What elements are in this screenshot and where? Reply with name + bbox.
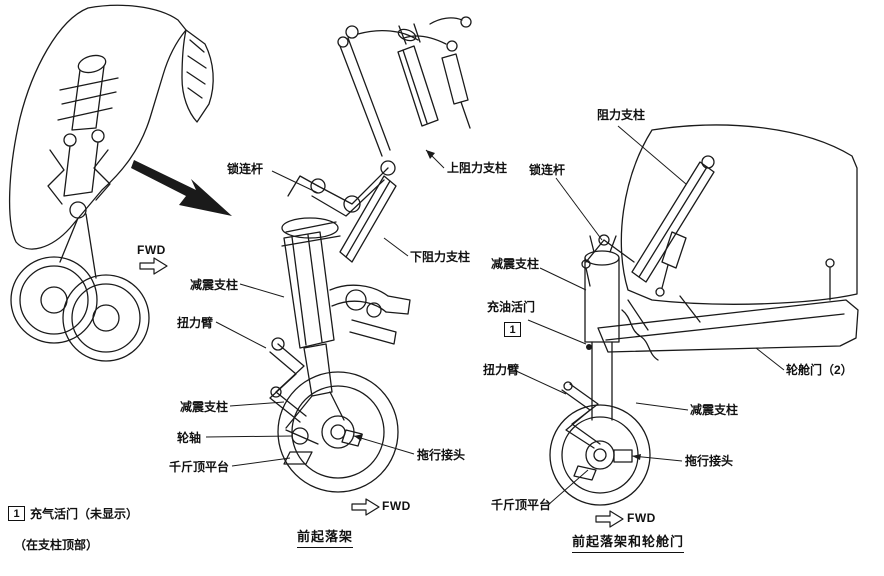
torque-links-shape [269, 337, 307, 423]
detail-pointer-arrow [131, 160, 232, 216]
fuselage-cutaway-outline [8, 4, 187, 250]
tow-fitting-shape-side [613, 449, 633, 463]
fwd-label-center: FWD [382, 499, 411, 513]
jack-pad-shape-side [573, 465, 597, 481]
wheel-well-door-shape [597, 299, 859, 353]
label-shock-strut-upper: 减震支柱 [190, 278, 239, 292]
label-shock-strut-lower-side: 减震支柱 [690, 403, 739, 417]
fwd-label-overview: FWD [137, 243, 166, 257]
jack-pad-shape [283, 451, 313, 465]
callout-1-box: 1 [504, 322, 521, 337]
label-torsion-arm-side: 扭力臂 [483, 363, 520, 377]
fwd-arrow-icon-center [351, 498, 380, 516]
label-oil-fill-valve: 充油活门 [487, 300, 536, 314]
fwd-arrow-icon-side [595, 510, 624, 528]
upper-drag-strut-shape [397, 23, 439, 127]
label-torsion-arm: 扭力臂 [177, 316, 214, 330]
caption-nose-gear: 前起落架 [297, 526, 354, 548]
nose-gear-side-drawing [549, 124, 859, 506]
label-lock-link: 锁连杆 [227, 162, 264, 176]
fuselage-panel-outline [620, 124, 858, 305]
legend-callout-box: 1 [8, 506, 25, 521]
legend-note: （在支柱顶部） [14, 538, 99, 552]
torque-links-shape-side [561, 381, 601, 449]
lock-link-shape-side [581, 234, 635, 287]
label-axle: 轮轴 [177, 431, 202, 445]
door-flap-outline [181, 29, 214, 123]
tow-fitting-shape [341, 429, 363, 447]
label-jack-pad-side: 千斤顶平台 [491, 498, 552, 512]
lower-drag-strut-shape [339, 175, 397, 263]
label-lock-link-side: 锁连杆 [529, 163, 566, 177]
label-shock-strut-upper-side: 减震支柱 [491, 257, 540, 271]
fwd-label-side: FWD [627, 511, 656, 525]
fwd-arrow-icon-overview [139, 257, 168, 275]
drag-strut-shape [631, 155, 715, 283]
fwd-arrow-icons [139, 257, 624, 528]
label-tow-fitting-side: 拖行接头 [685, 454, 734, 468]
callout-1-number: 1 [509, 323, 516, 336]
damper-shape [655, 231, 687, 297]
overview-aircraft-drawing [8, 4, 232, 362]
caption-nose-gear-and-doors: 前起落架和轮舱门 [572, 531, 685, 553]
lock-link-shape [287, 160, 396, 217]
label-jack-pad: 千斤顶平台 [169, 460, 230, 474]
label-drag-strut-side: 阻力支柱 [597, 108, 646, 122]
label-upper-drag-strut: 上阻力支柱 [447, 161, 508, 175]
oil-fill-valve-shape [586, 344, 592, 350]
label-wheel-well-door: 轮舱门（2） [786, 363, 853, 377]
label-tow-fitting: 拖行接头 [417, 448, 466, 462]
label-shock-strut-lower: 减震支柱 [180, 400, 229, 414]
label-lower-drag-strut: 下阻力支柱 [410, 250, 471, 264]
wheel-shape [277, 371, 399, 493]
overview-wheels [10, 256, 150, 362]
shock-strut-shape [283, 231, 335, 397]
legend-text: 充气活门（未显示） [30, 507, 139, 521]
legend-callout-number: 1 [13, 507, 20, 520]
leader-lines [205, 125, 785, 506]
